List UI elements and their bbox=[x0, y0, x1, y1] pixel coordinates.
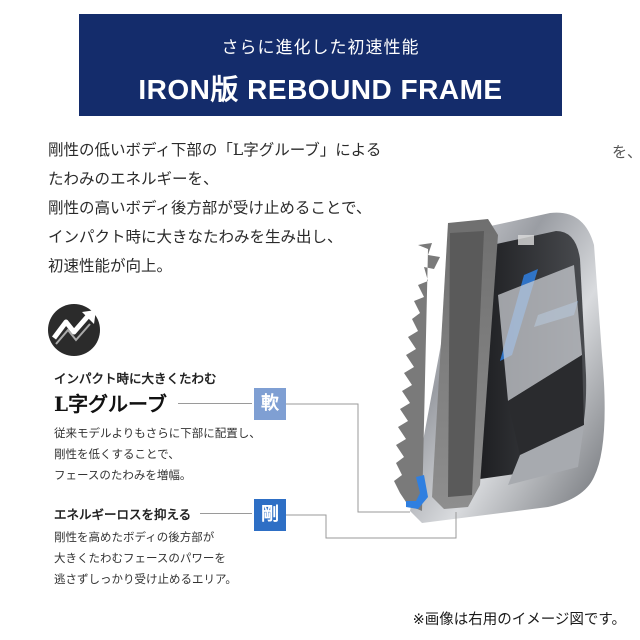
groove-line: 剛性を低くすることで、 bbox=[54, 447, 180, 461]
groove-line: 従来モデルよりもさらに下部に配置し、 bbox=[54, 426, 261, 440]
soft-badge: 軟 bbox=[254, 388, 286, 420]
energy-line: 逃さずしっかり受け止めるエリア。 bbox=[54, 572, 237, 586]
energy-divider bbox=[200, 513, 252, 514]
intro-line: たわみのエネルギーを、 bbox=[48, 170, 219, 188]
groove-description: 従来モデルよりもさらに下部に配置し、 剛性を低くすることで、 フェースのたわみを… bbox=[54, 423, 261, 486]
arrow-rebound-icon bbox=[48, 304, 100, 356]
intro-line: インパクト時に大きなたわみを生み出し、 bbox=[48, 228, 343, 246]
intro-line: 剛性の高いボディ後方部が受け止めることで、 bbox=[48, 199, 372, 217]
hard-badge: 剛 bbox=[254, 499, 286, 531]
header-banner: さらに進化した初速性能 IRON版 REBOUND FRAME bbox=[79, 14, 562, 116]
groove-divider bbox=[178, 403, 252, 404]
intro-line: 剛性の低いボディ下部の「L字グルーブ」による bbox=[48, 141, 382, 159]
banner-title: IRON版 REBOUND FRAME bbox=[138, 74, 503, 105]
energy-description: 剛性を高めたボディの後方部が 大きくたわむフェースのパワーを 逃さずしっかり受け… bbox=[54, 527, 237, 590]
energy-caption: エネルギーロスを抑える bbox=[54, 507, 192, 522]
image-footnote: ※画像は右用のイメージ図です。 bbox=[412, 612, 626, 628]
cropped-text-fragment: を、 bbox=[612, 143, 640, 161]
energy-line: 大きくたわむフェースのパワーを bbox=[54, 551, 226, 565]
groove-line: フェースのたわみを増幅。 bbox=[54, 468, 192, 482]
intro-paragraph: 剛性の低いボディ下部の「L字グルーブ」による たわみのエネルギーを、 剛性の高い… bbox=[48, 136, 468, 281]
groove-title: L字グルーブ bbox=[54, 392, 167, 416]
energy-line: 剛性を高めたボディの後方部が bbox=[54, 530, 215, 544]
groove-caption: インパクト時に大きくたわむ bbox=[54, 371, 217, 386]
iron-head-illustration bbox=[394, 212, 605, 523]
intro-line: 初速性能が向上。 bbox=[48, 257, 173, 275]
banner-subtitle: さらに進化した初速性能 bbox=[221, 38, 420, 58]
